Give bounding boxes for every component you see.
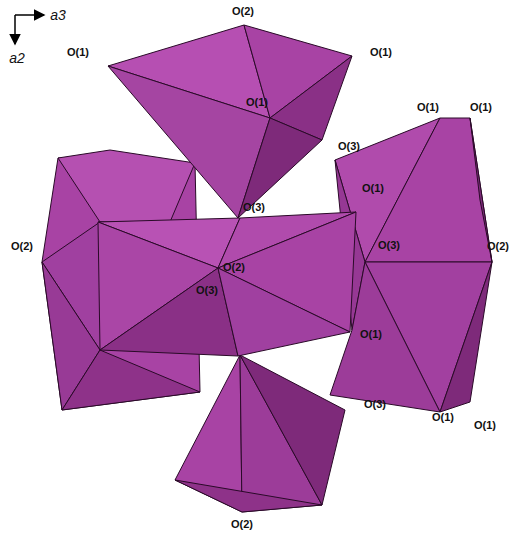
atom-label: O(2) — [487, 241, 509, 252]
right-octahedron — [330, 118, 492, 412]
atom-label: O(1) — [470, 102, 492, 113]
atom-label: O(1) — [370, 47, 392, 58]
atom-label: O(3) — [364, 399, 386, 410]
atom-label: O(1) — [362, 183, 384, 194]
atom-label: O(1) — [360, 329, 382, 340]
atom-label: O(2) — [231, 519, 253, 530]
axis-label: a3 — [50, 8, 66, 22]
atom-label: O(3) — [243, 202, 265, 213]
atom-label: O(1) — [246, 97, 268, 108]
atom-label: O(1) — [417, 102, 439, 113]
atom-label: O(1) — [432, 412, 454, 423]
axes — [15, 15, 44, 44]
atom-label: O(2) — [11, 241, 33, 252]
bottom-octahedron — [175, 355, 345, 512]
atom-label: O(3) — [338, 141, 360, 152]
atom-label: O(2) — [223, 262, 245, 273]
atom-label: O(2) — [232, 6, 254, 17]
atom-label: O(1) — [474, 420, 496, 431]
atom-label: O(3) — [378, 240, 400, 251]
atom-label: O(1) — [67, 47, 89, 58]
axis-label: a2 — [9, 51, 25, 65]
top-octahedron — [108, 25, 352, 218]
atom-label: O(3) — [196, 285, 218, 296]
central-octahedron — [98, 212, 356, 356]
